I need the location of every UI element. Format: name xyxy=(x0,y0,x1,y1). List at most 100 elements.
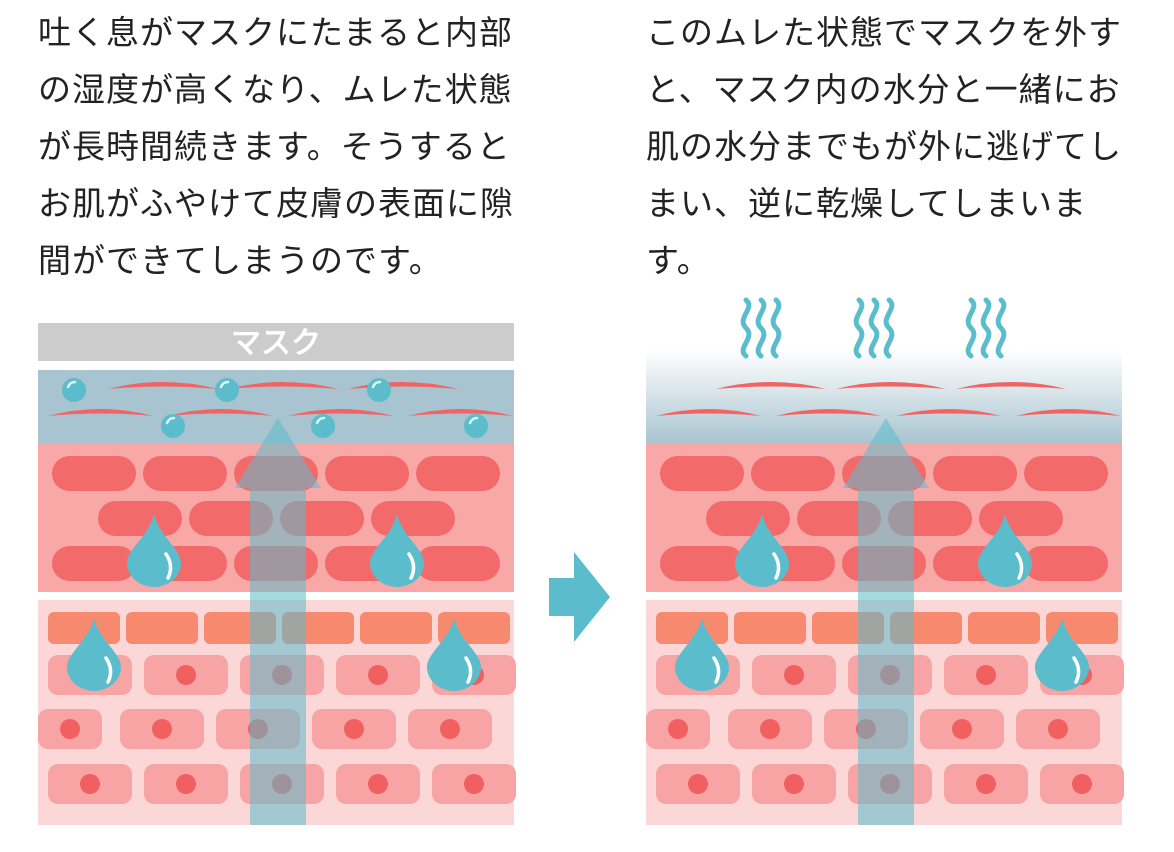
cell-nucleus xyxy=(1072,774,1092,794)
water-drop-highlight xyxy=(772,552,781,580)
steam-wave-line xyxy=(853,297,865,359)
right-text-line: 肌の水分までもが外に逃げてし xyxy=(646,127,1122,166)
steam-wave-line xyxy=(883,297,895,359)
water-drop-icon xyxy=(675,618,729,691)
right-text-line: このムレた状態でマスクを外す xyxy=(646,13,1122,52)
skin-scale xyxy=(288,409,393,416)
left-text-line: が長時間続きます。そうすると xyxy=(38,127,511,166)
moisture-bubble-icon xyxy=(161,414,185,438)
water-drop-highlight xyxy=(164,552,173,580)
moisture-bubble-icon xyxy=(62,378,86,402)
water-drop-shape xyxy=(675,618,729,691)
cell-nucleus xyxy=(80,774,100,794)
bubble-highlight xyxy=(315,416,326,425)
bubble-highlight xyxy=(165,416,176,425)
moisture-bubble xyxy=(464,414,488,438)
skin-scale xyxy=(1016,409,1121,416)
epidermis-cell xyxy=(1024,456,1108,491)
orange-cell xyxy=(968,612,1040,644)
bubble-highlight xyxy=(219,380,230,389)
skin-scale xyxy=(108,382,218,389)
cell-nucleus xyxy=(784,665,804,685)
left-text-line: 吐く息がマスクにたまると内部 xyxy=(38,13,514,52)
cell-nucleus xyxy=(952,719,972,739)
moisture-bubble xyxy=(161,414,185,438)
cell-nucleus xyxy=(976,665,996,685)
skin-scale xyxy=(408,409,513,416)
skin-scale xyxy=(896,409,1001,416)
skin-scale xyxy=(656,409,761,416)
cell-nucleus xyxy=(60,719,80,739)
water-drop-highlight xyxy=(104,656,113,684)
water-drop-highlight xyxy=(407,552,416,580)
water-drop-shape xyxy=(427,618,481,691)
skin-scale xyxy=(168,409,273,416)
cell-nucleus xyxy=(668,719,688,739)
water-drop-highlight xyxy=(1072,656,1081,684)
steam-wave-line xyxy=(995,297,1007,359)
water-drop-icon xyxy=(370,514,424,587)
water-drop-icon xyxy=(735,514,789,587)
bubble-highlight xyxy=(371,380,382,389)
skin-scale xyxy=(48,409,153,416)
steam-wave-icon xyxy=(740,297,782,359)
epidermis-cell xyxy=(52,546,136,581)
right-text-line: す。 xyxy=(646,241,711,280)
steam-wave-line xyxy=(868,297,880,359)
water-drop-shape xyxy=(67,618,121,691)
right-skin-panel xyxy=(646,297,1124,825)
epidermis-cell xyxy=(706,501,790,536)
bubble-highlight xyxy=(468,416,479,425)
cell-nucleus xyxy=(176,774,196,794)
cell-nucleus xyxy=(784,774,804,794)
upward-arrow-icon xyxy=(235,418,321,825)
epidermis-cell xyxy=(751,456,835,491)
cell-nucleus xyxy=(976,774,996,794)
orange-cell xyxy=(360,612,432,644)
water-drop-highlight xyxy=(1015,552,1024,580)
left-text-line: 間ができてしまうのです。 xyxy=(38,241,443,280)
epidermis-cell xyxy=(416,546,500,581)
right-text-line: まい、逆に乾燥してしまいま xyxy=(646,184,1088,223)
cell-nucleus xyxy=(176,665,196,685)
mask-label: マスク xyxy=(231,326,321,361)
moisture-bubble xyxy=(215,378,239,402)
moisture-bubble-icon xyxy=(311,414,335,438)
moisture-bubble xyxy=(367,378,391,402)
epidermis-cell xyxy=(98,501,182,536)
left-description: 吐く息がマスクにたまると内部 の湿度が高くなり、ムレた状態 が長時間続きます。そ… xyxy=(38,4,514,289)
epidermis-cell xyxy=(371,501,455,536)
steam-wave-line xyxy=(980,297,992,359)
water-drop-shape xyxy=(1035,618,1089,691)
mask-bar xyxy=(38,323,514,361)
steam-wave-icon xyxy=(853,297,895,359)
skin-scale xyxy=(956,382,1066,389)
skin-scale xyxy=(836,382,946,389)
steam-wave-icon xyxy=(965,297,1007,359)
steam-wave-line xyxy=(770,297,782,359)
epidermis-cell xyxy=(660,546,744,581)
cell-nucleus xyxy=(368,665,388,685)
epidermis-cell xyxy=(933,456,1017,491)
cell-nucleus xyxy=(152,719,172,739)
arrow-right-icon xyxy=(549,552,610,642)
water-drop-icon xyxy=(978,514,1032,587)
water-drop-shape xyxy=(370,514,424,587)
left-skin-panel: マスク xyxy=(38,323,516,825)
cell-nucleus xyxy=(760,719,780,739)
steam-wave-line xyxy=(755,297,767,359)
right-text-line: と、マスク内の水分と一緒にお xyxy=(646,70,1121,109)
cell-nucleus xyxy=(688,774,708,794)
epidermis-cell xyxy=(660,456,744,491)
moisture-bubble-icon xyxy=(464,414,488,438)
steam-wave-line xyxy=(740,297,752,359)
moisture-bubble-icon xyxy=(367,378,391,402)
water-drop-icon xyxy=(67,618,121,691)
epidermis-cell xyxy=(325,456,409,491)
bubble-highlight xyxy=(66,380,77,389)
steam-wave-line xyxy=(965,297,977,359)
water-drop-highlight xyxy=(464,656,473,684)
water-drop-shape xyxy=(127,514,181,587)
water-drop-shape xyxy=(735,514,789,587)
